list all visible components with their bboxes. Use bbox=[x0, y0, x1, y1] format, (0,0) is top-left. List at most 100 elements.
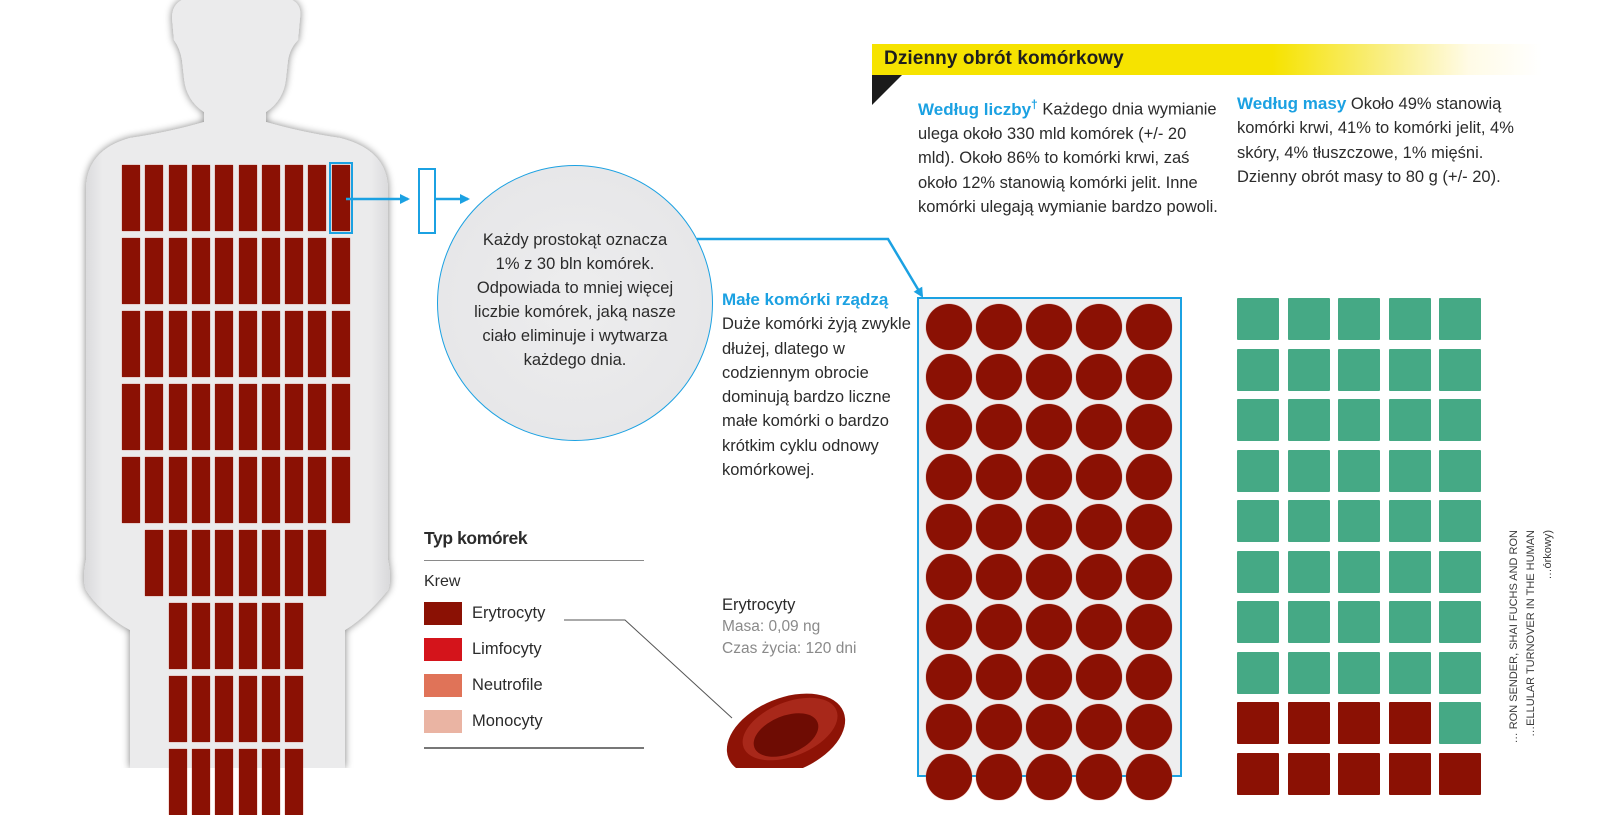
by-count-paragraph: Według liczby† Każdego dnia wymianie ule… bbox=[918, 92, 1218, 219]
body-cell-rect bbox=[308, 384, 327, 450]
count-circle bbox=[976, 304, 1022, 350]
legend-swatch bbox=[424, 601, 462, 625]
count-circle bbox=[976, 404, 1022, 450]
count-circle bbox=[1126, 654, 1172, 700]
legend-divider bbox=[424, 560, 644, 561]
mass-square-intestine bbox=[1338, 399, 1380, 441]
mass-square-intestine bbox=[1388, 348, 1431, 391]
body-cell-rect bbox=[215, 165, 234, 231]
body-cell-rect bbox=[191, 676, 210, 742]
body-cell-rect bbox=[261, 165, 280, 231]
body-cell-rect bbox=[285, 530, 304, 596]
erythrocyte-lifespan: Czas życia: 120 dni bbox=[722, 640, 857, 657]
mass-square-intestine bbox=[1388, 500, 1431, 542]
count-chart-box bbox=[917, 297, 1182, 800]
body-cell-rect bbox=[215, 384, 234, 450]
mass-square-intestine bbox=[1388, 601, 1431, 643]
body-cell-rect bbox=[285, 311, 304, 377]
count-circle bbox=[1126, 754, 1172, 800]
body-cell-rect bbox=[331, 311, 350, 377]
body-cell-rect bbox=[122, 165, 140, 231]
mass-square-intestine bbox=[1287, 550, 1330, 593]
small-cells-lead: Małe komórki rządzą bbox=[722, 290, 889, 309]
body-cell-rect bbox=[168, 165, 187, 231]
mass-square-blood bbox=[1338, 752, 1380, 795]
by-mass-paragraph: Według masy Około 49% stanowią komórki k… bbox=[1237, 92, 1537, 189]
mass-square-blood bbox=[1237, 702, 1279, 744]
body-cell-rect bbox=[145, 311, 164, 377]
by-count-lead: Według liczby† bbox=[918, 97, 1038, 119]
rbc-outer bbox=[726, 693, 846, 768]
body-cell-rect bbox=[285, 165, 304, 231]
body-cell-rect bbox=[191, 749, 210, 815]
erythrocyte-title: Erytrocyty bbox=[722, 596, 796, 614]
body-cell-rect bbox=[122, 238, 140, 304]
mass-square-intestine bbox=[1388, 449, 1431, 492]
count-circle bbox=[926, 754, 972, 800]
count-circle bbox=[1076, 654, 1122, 700]
body-cell-rect bbox=[122, 384, 140, 450]
count-circle bbox=[1026, 354, 1072, 400]
body-cell-rect bbox=[238, 238, 257, 304]
single-cell-rect bbox=[418, 168, 436, 234]
body-cell-rect bbox=[191, 311, 210, 377]
count-circle bbox=[1126, 454, 1172, 500]
body-cell-grid bbox=[0, 0, 400, 815]
mass-square-intestine bbox=[1237, 348, 1279, 391]
mass-square-intestine bbox=[1439, 651, 1481, 694]
legend-item: Limfocyty bbox=[424, 631, 644, 667]
mass-square-blood bbox=[1439, 752, 1481, 795]
count-circle bbox=[1026, 554, 1072, 600]
count-circle bbox=[1126, 704, 1172, 750]
count-circle bbox=[976, 604, 1022, 650]
mass-square-intestine bbox=[1237, 399, 1279, 441]
count-circle bbox=[1076, 354, 1122, 400]
rbc-rim-highlight bbox=[742, 697, 838, 761]
count-circle bbox=[926, 604, 972, 650]
count-circle bbox=[926, 654, 972, 700]
body-cell-rect bbox=[328, 162, 353, 234]
count-circle bbox=[1026, 654, 1072, 700]
legend-group-label: Krew bbox=[424, 573, 461, 590]
body-cell-rect bbox=[238, 603, 257, 669]
mass-square-blood bbox=[1237, 752, 1279, 795]
mass-square-intestine bbox=[1388, 550, 1431, 593]
count-circle bbox=[1026, 504, 1072, 550]
by-mass-lead: Według masy bbox=[1237, 94, 1347, 113]
count-circle bbox=[976, 704, 1022, 750]
mass-square-blood bbox=[1338, 702, 1380, 744]
body-cell-rect bbox=[285, 749, 304, 815]
count-circle bbox=[926, 504, 972, 550]
body-cell-rect bbox=[191, 530, 210, 596]
count-circle bbox=[1076, 304, 1122, 350]
body-cell-rect bbox=[122, 457, 140, 523]
body-cell-rect bbox=[331, 238, 350, 304]
mass-square-intestine bbox=[1237, 601, 1279, 643]
mass-square-intestine bbox=[1439, 500, 1481, 542]
body-cell-rect bbox=[215, 238, 234, 304]
body-cell-rect bbox=[168, 749, 187, 815]
body-cell-rect bbox=[238, 676, 257, 742]
mass-square-intestine bbox=[1388, 651, 1431, 694]
body-cell-rect bbox=[261, 238, 280, 304]
banner-title: Dzienny obrót komórkowy bbox=[884, 48, 1124, 69]
count-circle bbox=[1126, 554, 1172, 600]
body-cell-rect bbox=[238, 749, 257, 815]
count-circle bbox=[1026, 604, 1072, 650]
small-cells-paragraph: Małe komórki rządzą Duże komórki żyją zw… bbox=[722, 288, 922, 482]
mass-square-intestine bbox=[1287, 399, 1330, 441]
count-circle bbox=[1126, 504, 1172, 550]
body-cell-rect bbox=[285, 457, 304, 523]
legend-item: Erytrocyty bbox=[424, 595, 644, 631]
body-cell-rect bbox=[308, 530, 327, 596]
body-cell-rect bbox=[145, 530, 164, 596]
body-cell-rect bbox=[285, 384, 304, 450]
count-circle bbox=[976, 754, 1022, 800]
body-cell-rect bbox=[168, 238, 187, 304]
body-cell-rect bbox=[191, 238, 210, 304]
body-cell-rect bbox=[238, 165, 257, 231]
source-line: …ELLULAR TURNOVER IN THE HUMAN bbox=[1525, 530, 1537, 737]
count-circle bbox=[976, 654, 1022, 700]
count-circle bbox=[926, 554, 972, 600]
